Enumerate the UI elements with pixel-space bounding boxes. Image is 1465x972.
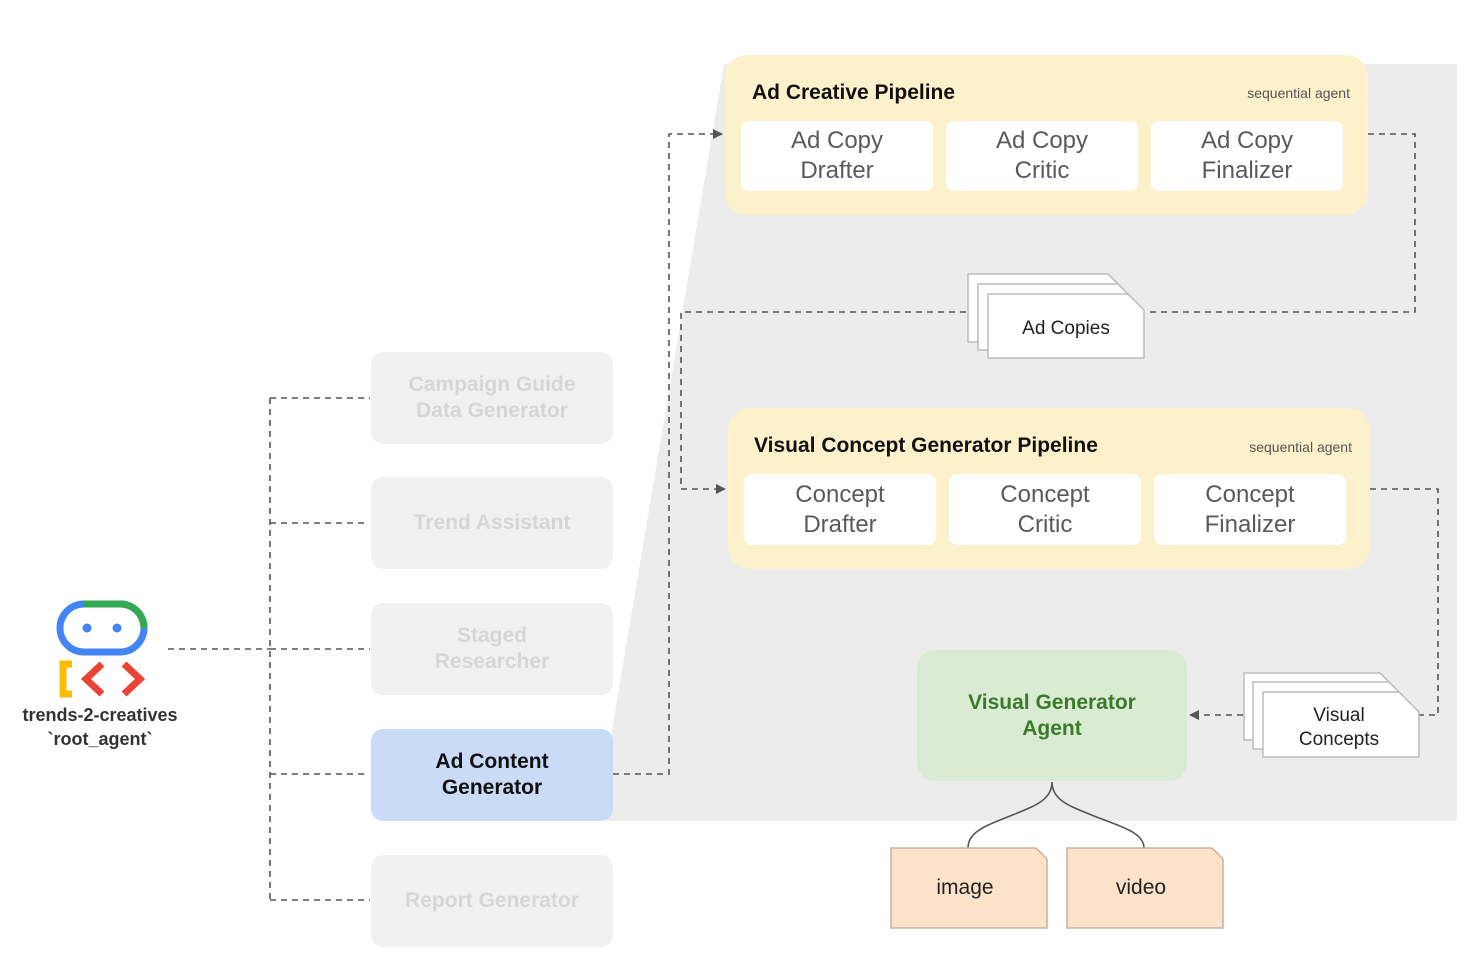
sub-agent-ad-content-generator[interactable]: Ad Content Generator [371, 729, 613, 821]
ad-copies-doc-stack-icon [967, 273, 1145, 359]
visual-concept-pipeline[interactable]: Visual Concept Generator Pipeline sequen… [728, 408, 1370, 569]
visual-concepts-label: Visual Concepts [1298, 705, 1380, 750]
adcopies-to-visual-connector [680, 311, 966, 494]
creative-to-adcopies-connector [1145, 133, 1416, 313]
visual-to-concepts-connector [1370, 488, 1439, 716]
ad-copy-critic-step[interactable]: Ad Copy Critic [946, 121, 1138, 191]
ad-creative-pipeline-title: Ad Creative Pipeline [752, 81, 956, 104]
root-agent-role: `root_agent` [47, 729, 153, 749]
concept-finalizer-step[interactable]: Concept Finalizer [1154, 474, 1346, 545]
concept-critic-step[interactable]: Concept Critic [949, 474, 1141, 545]
concept-drafter-step[interactable]: Concept Drafter [744, 474, 936, 545]
ad-copy-drafter-step[interactable]: Ad Copy Drafter [741, 121, 933, 191]
sub-agent-campaign-guide[interactable]: Campaign Guide Data Generator [371, 352, 613, 444]
ad-copies-label: Ad Copies [1022, 318, 1110, 339]
video-output-doc-icon [1066, 847, 1224, 929]
image-output-label: image [936, 876, 994, 899]
video-output-label: video [1115, 876, 1167, 899]
sub-agent-staged-researcher[interactable]: Staged Researcher [371, 603, 613, 695]
adk-robot-logo-icon [56, 600, 148, 698]
image-output-doc-icon [890, 847, 1048, 929]
ad-creative-pipeline[interactable]: Ad Creative Pipeline sequential agent Ad… [725, 55, 1368, 215]
sub-agent-report-generator[interactable]: Report Generator [371, 855, 613, 947]
root-agent-label: trends-2-creatives `root_agent` [0, 703, 200, 751]
generator-output-brace [967, 781, 1145, 849]
sub-agent-trend-assistant[interactable]: Trend Assistant [371, 477, 613, 569]
ad-creative-pipeline-tag: sequential agent [1247, 85, 1350, 101]
adcontent-to-creative-connector [613, 129, 723, 775]
visual-generator-agent[interactable]: Visual Generator Agent [917, 650, 1187, 781]
visual-concepts-doc-stack-icon [1243, 672, 1420, 758]
ad-copy-finalizer-step[interactable]: Ad Copy Finalizer [1151, 121, 1343, 191]
visual-concept-pipeline-tag: sequential agent [1249, 439, 1352, 455]
visual-concept-pipeline-title: Visual Concept Generator Pipeline [754, 434, 1098, 457]
root-agent-name: trends-2-creatives [22, 705, 178, 725]
